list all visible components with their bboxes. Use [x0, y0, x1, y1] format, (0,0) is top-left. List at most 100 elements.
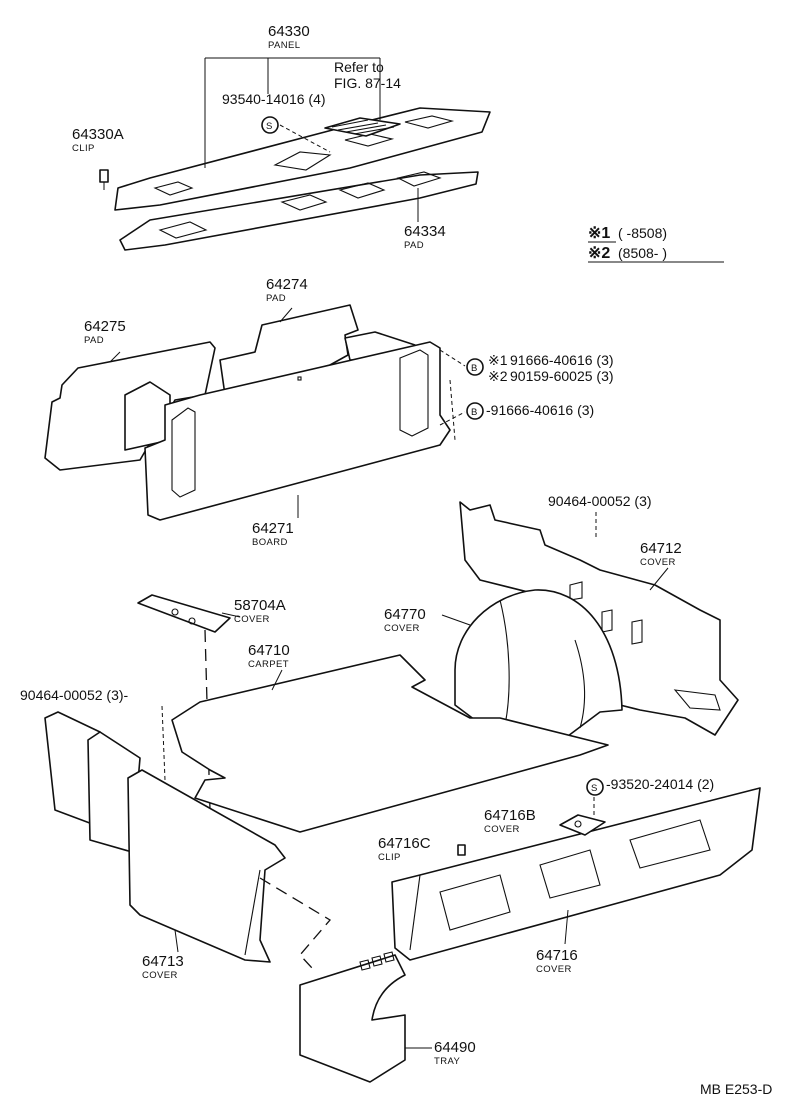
- leader-bolt-b1: [439, 349, 466, 367]
- part-name-tray: TRAY: [434, 1056, 460, 1067]
- part-number-64716b: 64716B: [484, 807, 536, 824]
- part-number-64275: 64275: [84, 318, 126, 335]
- part-name-cover-64713: COVER: [142, 970, 178, 981]
- fastener-1-mark: ※1: [488, 352, 508, 368]
- part-number-64716c: 64716C: [378, 835, 431, 852]
- label-64713: 64713 COVER: [142, 953, 184, 981]
- part-number-64274: 64274: [266, 276, 308, 293]
- label-64716: 64716 COVER: [536, 947, 578, 975]
- svg-text:S: S: [266, 121, 273, 132]
- rear-shelf-panel: [114, 107, 491, 211]
- leader-90464-left: [161, 705, 166, 781]
- left-cover-64713: [44, 711, 286, 963]
- part-number-64770: 64770: [384, 606, 426, 623]
- part-name-board: BOARD: [252, 537, 288, 548]
- legend-notes: ※1 ( -8508) ※2 (8508- ): [588, 225, 724, 263]
- label-64770: 64770 COVER: [384, 606, 426, 634]
- speaker-grille: [324, 117, 401, 137]
- dash-cover-to-tray: [259, 877, 331, 969]
- label-64490: 64490 TRAY: [434, 1039, 476, 1067]
- fastener-91666-b: -91666-40616 (3): [486, 402, 594, 418]
- leader-bolt-b3: [449, 379, 456, 441]
- clip-64330a-icon: [99, 169, 109, 190]
- clip-64716c-icon: [457, 844, 466, 856]
- fastener-90464-right: 90464-00052 (3): [548, 493, 652, 509]
- part-number-64330a: 64330A: [72, 126, 124, 143]
- carpet-64710: [171, 654, 609, 833]
- shelf-pad: [119, 171, 479, 251]
- label-64712: 64712 COVER: [640, 540, 682, 568]
- part-name-cover-64712: COVER: [640, 557, 676, 568]
- label-64330: 64330 PANEL: [268, 23, 310, 51]
- part-name-cover-64716: COVER: [536, 964, 572, 975]
- bolt-symbol-b-upper: B: [466, 358, 484, 376]
- note-1-range: ( -8508): [618, 225, 667, 241]
- leader-64710: [271, 669, 283, 691]
- part-name-cover-64716b: COVER: [484, 824, 520, 835]
- leader-64713: [174, 929, 179, 953]
- part-number-64713: 64713: [142, 953, 184, 970]
- leader-64712: [649, 567, 669, 591]
- part-number-64716: 64716: [536, 947, 578, 964]
- fastener-93520: -93520-24014 (2): [606, 776, 714, 792]
- part-name-pad-64275: PAD: [84, 335, 104, 346]
- leader-bolt-b2: [439, 411, 466, 426]
- part-name-carpet: CARPET: [248, 659, 289, 670]
- label-64716c: 64716C CLIP: [378, 835, 431, 863]
- part-number-64334: 64334: [404, 223, 446, 240]
- part-name-pad-64274: PAD: [266, 293, 286, 304]
- label-64275: 64275 PAD: [84, 318, 126, 346]
- rear-trim-cover-64716: [391, 787, 761, 961]
- part-name-clip-64716c: CLIP: [378, 852, 401, 863]
- label-64271: 64271 BOARD: [252, 520, 294, 548]
- bolt-symbol-b-lower: B: [466, 402, 484, 420]
- svg-text:S: S: [591, 783, 598, 794]
- part-name-clip: CLIP: [72, 143, 95, 154]
- part-number-64490: 64490: [434, 1039, 476, 1056]
- part-number-64710: 64710: [248, 642, 290, 659]
- dash-58704a-to-carpet: [204, 629, 211, 811]
- part-name-pad: PAD: [404, 240, 424, 251]
- label-64716b: 64716B COVER: [484, 807, 536, 835]
- fastener-90464-left: 90464-00052 (3)-: [20, 687, 129, 703]
- svg-text:B: B: [471, 363, 478, 374]
- wheel-house-cover-64770: [454, 589, 623, 745]
- note-1-mark: ※1: [588, 225, 610, 242]
- part-number-58704a: 58704A: [234, 597, 286, 614]
- label-refer: Refer to FIG. 87-14: [334, 59, 401, 91]
- leader-58704a: [221, 612, 241, 618]
- label-64710: 64710 CARPET: [248, 642, 290, 670]
- svg-text:B: B: [471, 407, 478, 418]
- refer-figure: FIG. 87-14: [334, 75, 401, 91]
- fastener-91666-a: 91666-40616 (3): [510, 352, 614, 368]
- note-2-range: (8508- ): [618, 245, 667, 261]
- label-bolts-b1: ※1 91666-40616 (3) ※2 90159-60025 (3): [488, 352, 614, 384]
- label-64334: 64334 PAD: [404, 223, 446, 251]
- refer-text: Refer to: [334, 59, 384, 75]
- cover-64716b: [559, 814, 606, 836]
- label-58704a: 58704A COVER: [234, 597, 286, 625]
- leader-64275: [109, 351, 121, 363]
- part-name-cover-58704a: COVER: [234, 614, 270, 625]
- fastener-93540: 93540-14016 (4): [222, 91, 326, 107]
- leader-64274: [279, 307, 293, 323]
- board-64271: [124, 331, 451, 521]
- leader-screw-s: [279, 124, 331, 153]
- fastener-90159: 90159-60025 (3): [510, 368, 614, 384]
- label-64330a: 64330A CLIP: [72, 126, 124, 154]
- part-number-64330: 64330: [268, 23, 310, 40]
- part-number-64712: 64712: [640, 540, 682, 557]
- leader-64770: [441, 614, 471, 626]
- tray-64490: [299, 951, 406, 1083]
- leader-64716: [564, 909, 569, 945]
- part-name-panel: PANEL: [268, 40, 300, 51]
- note-2-mark: ※2: [588, 245, 610, 262]
- diagram-code: MB E253-D: [700, 1081, 772, 1097]
- cover-58704a: [137, 594, 231, 633]
- part-name-cover-64770: COVER: [384, 623, 420, 634]
- part-number-64271: 64271: [252, 520, 294, 537]
- fastener-2-mark: ※2: [488, 368, 508, 384]
- screw-symbol-s-top: S: [261, 116, 279, 134]
- label-64274: 64274 PAD: [266, 276, 308, 304]
